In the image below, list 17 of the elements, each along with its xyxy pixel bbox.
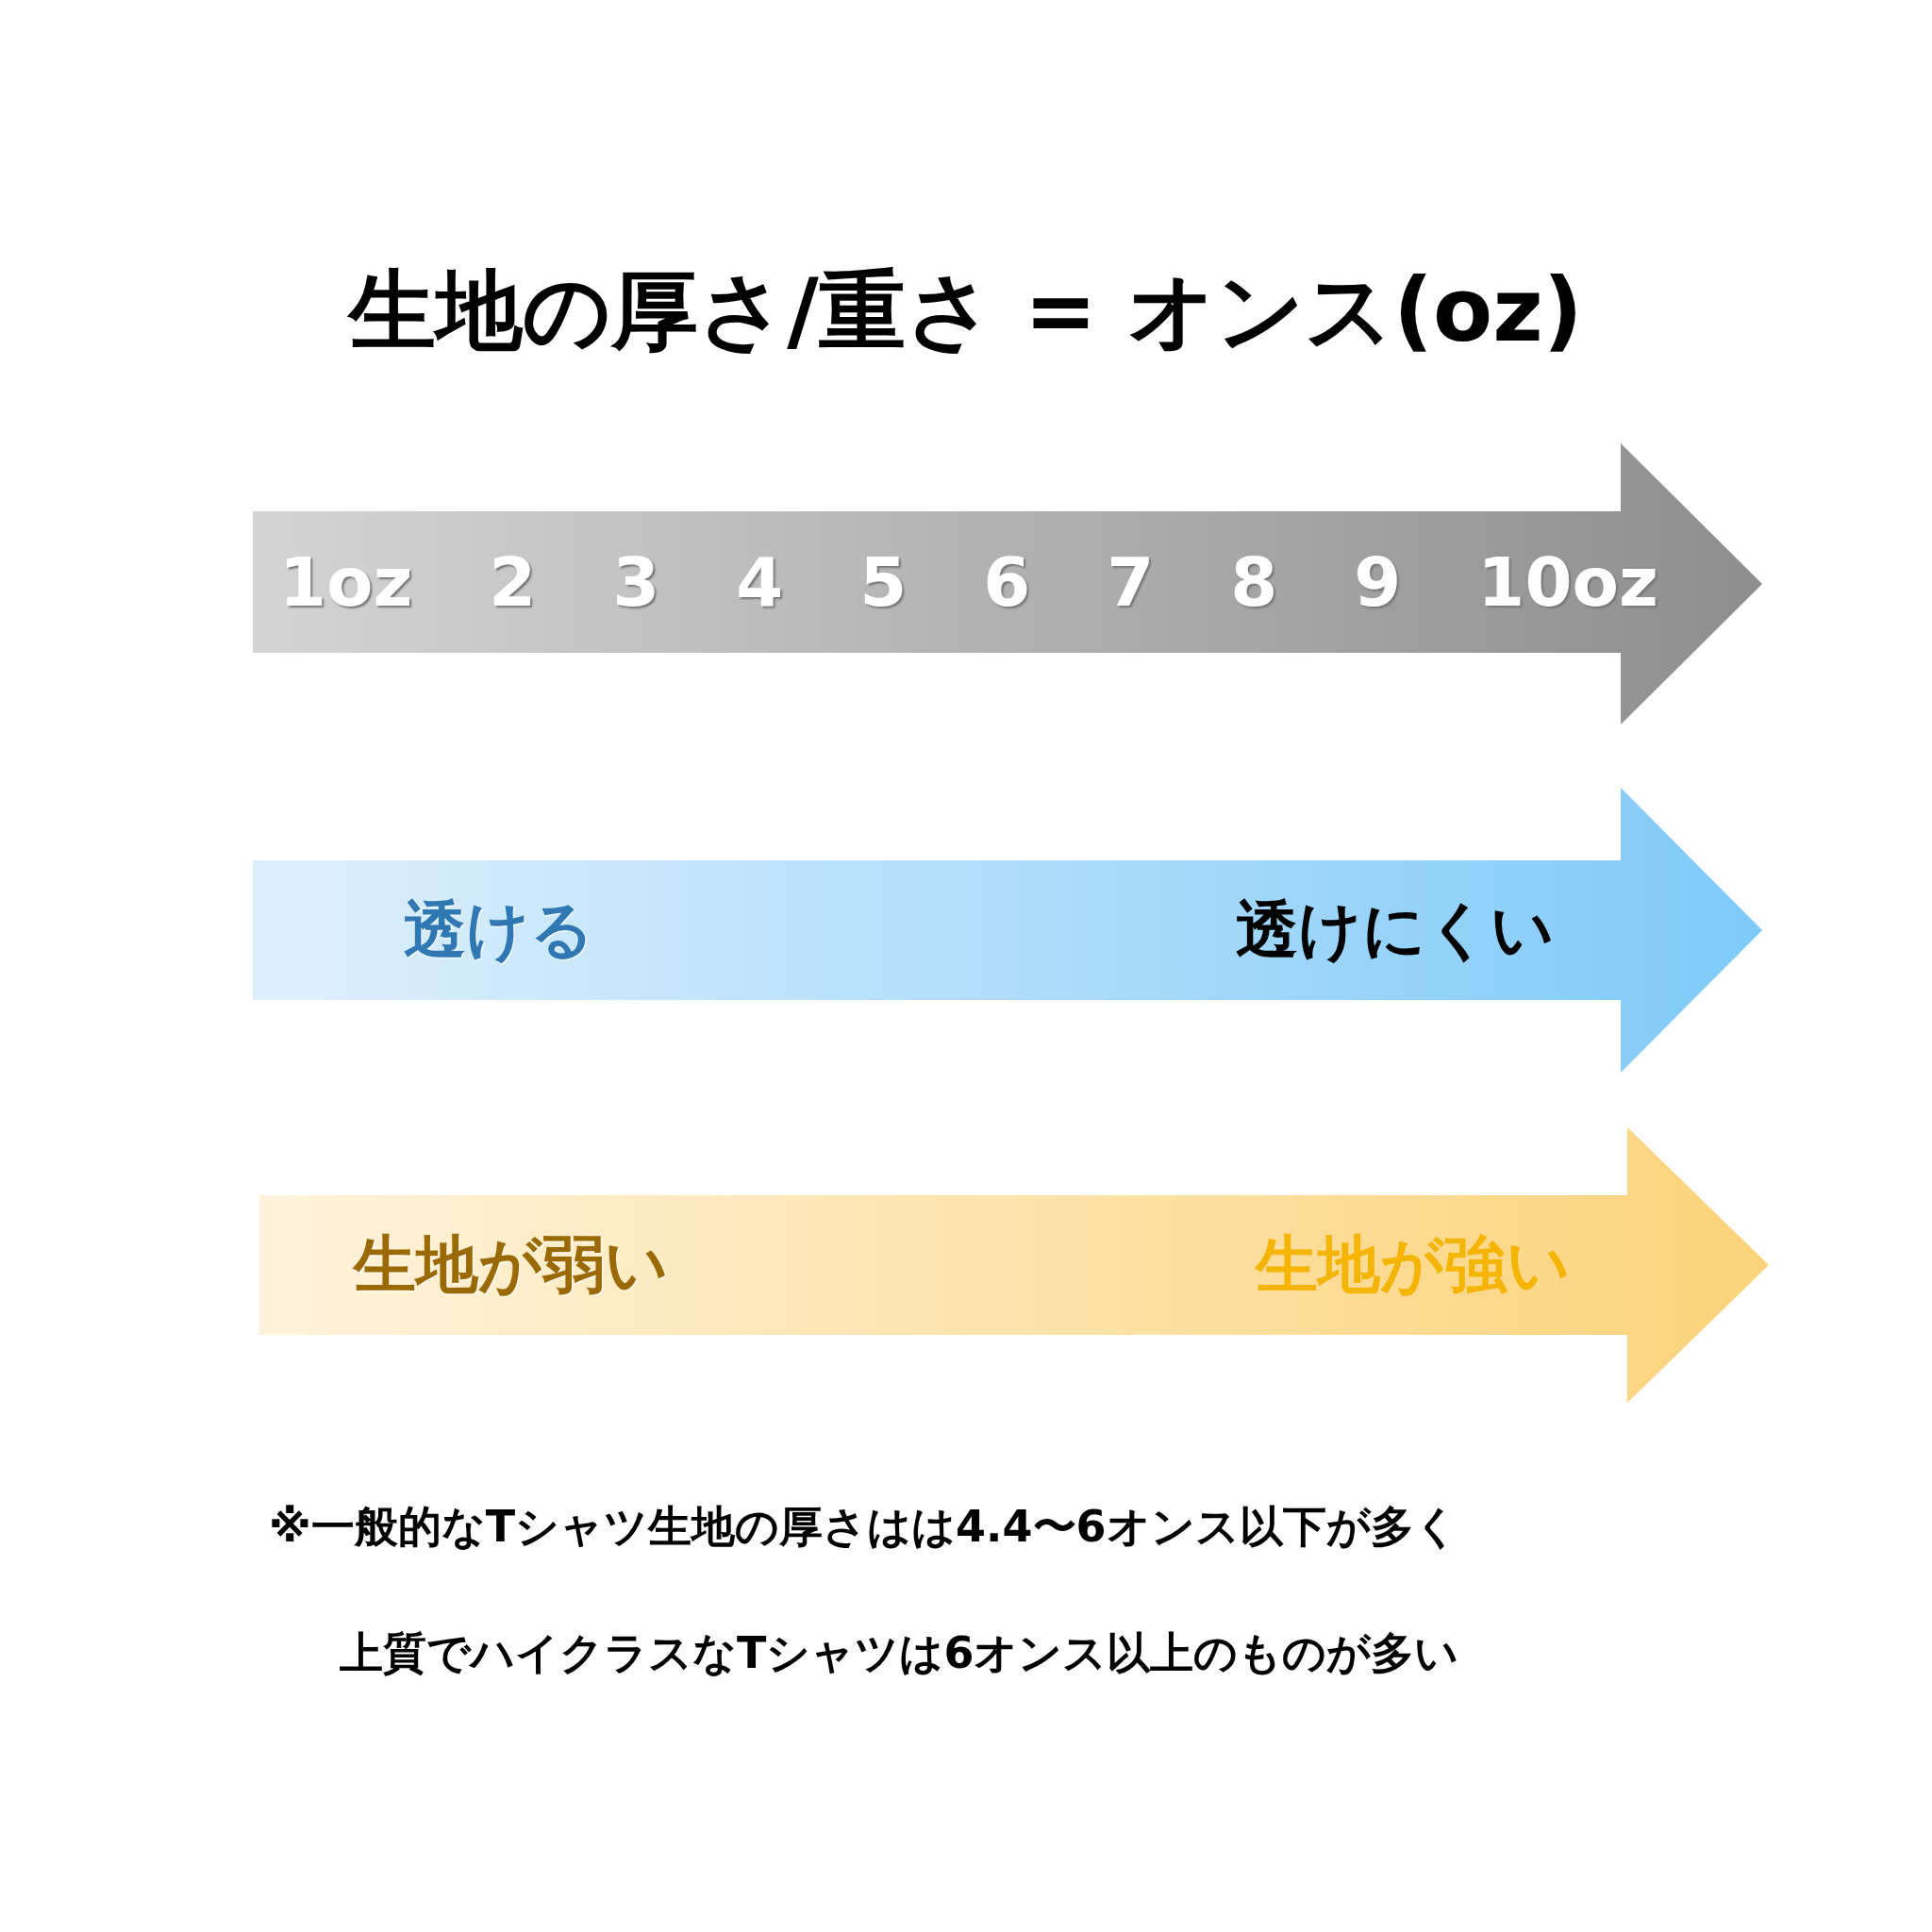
scale-value: 9 [1354, 542, 1402, 622]
title: 生地の厚さ/重さ = オンス(oz) [346, 259, 1584, 363]
note-text: ※一般的なTシャツ生地の厚さはは4.4〜6オンス以下が多く [269, 1500, 1458, 1554]
scale-value: 4 [736, 542, 784, 622]
arrow-text: 透ける [404, 892, 594, 968]
arrow-text: 生地が弱い [354, 1227, 669, 1303]
scale-value: 3 [612, 542, 660, 622]
scale-value: 8 [1230, 542, 1278, 622]
scale-value: 7 [1107, 542, 1155, 622]
note-text: 上質でハイクラスなTシャツは6オンス以上のものが多い [340, 1626, 1459, 1680]
scale-value: 1oz [279, 542, 413, 622]
scale-value: 6 [983, 542, 1031, 622]
scale-value: 5 [859, 542, 908, 622]
scale-value: 2 [489, 542, 537, 622]
arrow-text: 透けにくい [1236, 892, 1555, 968]
arrow-text: 生地が強い [1256, 1227, 1571, 1303]
scale-value: 10oz [1477, 542, 1658, 622]
